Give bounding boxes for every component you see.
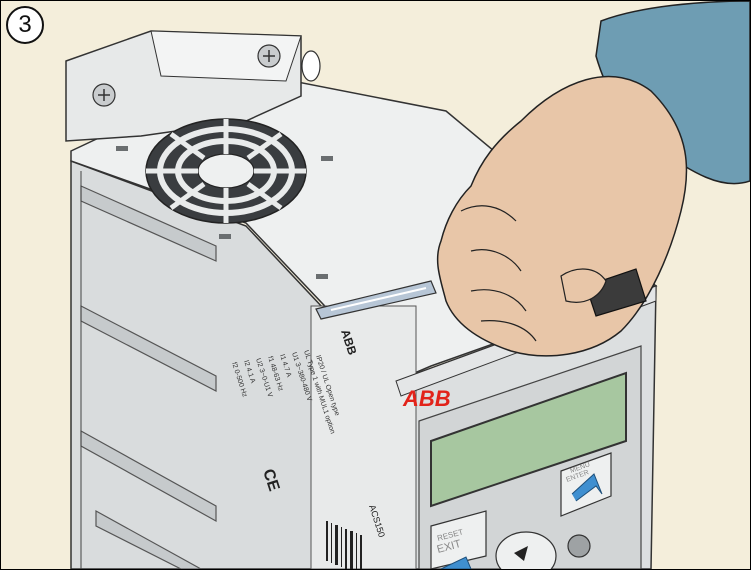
- round-key[interactable]: [568, 535, 590, 557]
- abb-logo: ABB: [402, 386, 451, 411]
- step-number-badge: 3: [6, 6, 44, 44]
- step-number: 3: [18, 11, 31, 39]
- hand: [438, 1, 750, 356]
- fan-grille: [146, 119, 306, 223]
